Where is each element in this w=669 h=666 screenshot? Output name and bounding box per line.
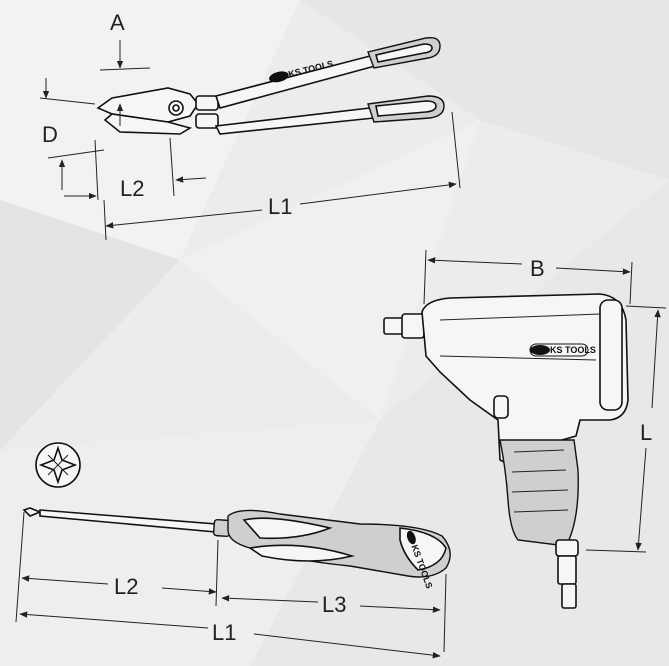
bolt-cutter-dimensions: A D L2 L1 bbox=[39, 10, 461, 241]
impact-wrench-dimensions: B L bbox=[423, 249, 667, 553]
impact-wrench-logo: KS TOOLS bbox=[550, 345, 596, 355]
dim-label-d: D bbox=[42, 122, 58, 147]
dim-label-l: L bbox=[640, 420, 652, 445]
dim-label-b: B bbox=[530, 256, 545, 281]
screwdriver-dim-label-l1: L1 bbox=[212, 620, 236, 645]
screwdriver-dimensions: L2 L3 L1 bbox=[15, 511, 447, 659]
dim-label-a: A bbox=[110, 10, 125, 35]
pozidriv-tip-icon bbox=[35, 442, 81, 488]
screwdriver-dim-label-l3: L3 bbox=[322, 592, 346, 617]
bolt-cutter: KS TOOLS bbox=[96, 36, 445, 135]
screwdriver-dim-label-l2: L2 bbox=[114, 574, 138, 599]
bolt-cutter-dim-label-l2: L2 bbox=[120, 176, 144, 201]
bolt-cutter-dim-label-l1: L1 bbox=[268, 194, 292, 219]
impact-wrench: KS TOOLS bbox=[383, 293, 629, 609]
